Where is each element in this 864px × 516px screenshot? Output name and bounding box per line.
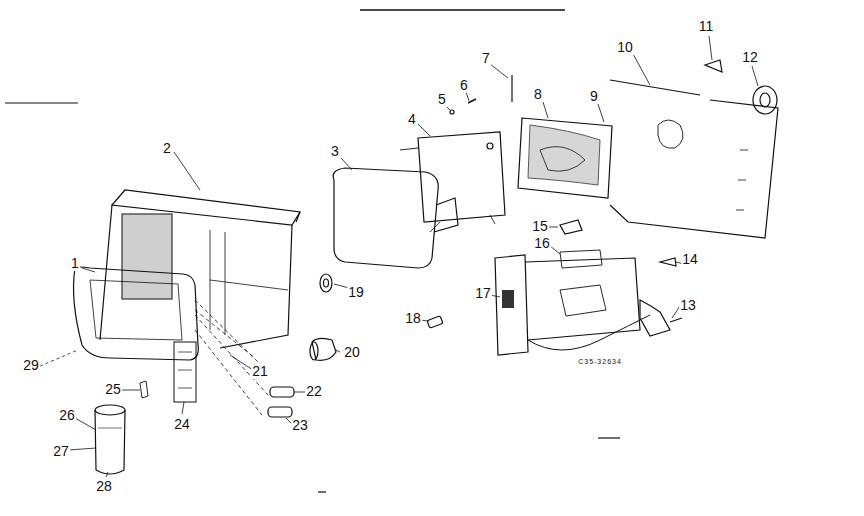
callout-number: 20 bbox=[343, 344, 361, 360]
callout-number: 9 bbox=[589, 88, 599, 104]
callout-number: 12 bbox=[741, 49, 759, 65]
callout-number: 26 bbox=[58, 407, 76, 423]
callout-number: 7 bbox=[481, 50, 491, 66]
callout-number: 14 bbox=[681, 251, 699, 267]
callout-number: 16 bbox=[533, 235, 551, 251]
callout-number: 21 bbox=[251, 363, 269, 379]
callout-number: 1 bbox=[70, 255, 80, 271]
callout-number: 13 bbox=[679, 297, 697, 313]
callout-number: 25 bbox=[104, 381, 122, 397]
callout-number: 2 bbox=[162, 140, 172, 156]
callout-number: 23 bbox=[291, 417, 309, 433]
callout-number: 19 bbox=[347, 284, 365, 300]
drawing-number: C35-32634 bbox=[577, 358, 623, 366]
callout-number: 4 bbox=[407, 111, 417, 127]
callout-number: 17 bbox=[474, 285, 492, 301]
callout-number: 11 bbox=[698, 18, 715, 34]
callout-number: 24 bbox=[173, 416, 191, 432]
callout-number: 18 bbox=[404, 310, 422, 326]
callout-number: 28 bbox=[95, 478, 113, 494]
callout-number: 5 bbox=[437, 91, 447, 107]
callout-number: 27 bbox=[52, 443, 70, 459]
callout-number: 6 bbox=[459, 77, 469, 93]
callout-number: 15 bbox=[531, 218, 549, 234]
callout-number: 8 bbox=[533, 86, 543, 102]
callout-number: 3 bbox=[330, 143, 340, 159]
callout-number: 22 bbox=[305, 383, 323, 399]
callout-number: 10 bbox=[616, 39, 634, 55]
callout-number: 29 bbox=[22, 357, 40, 373]
